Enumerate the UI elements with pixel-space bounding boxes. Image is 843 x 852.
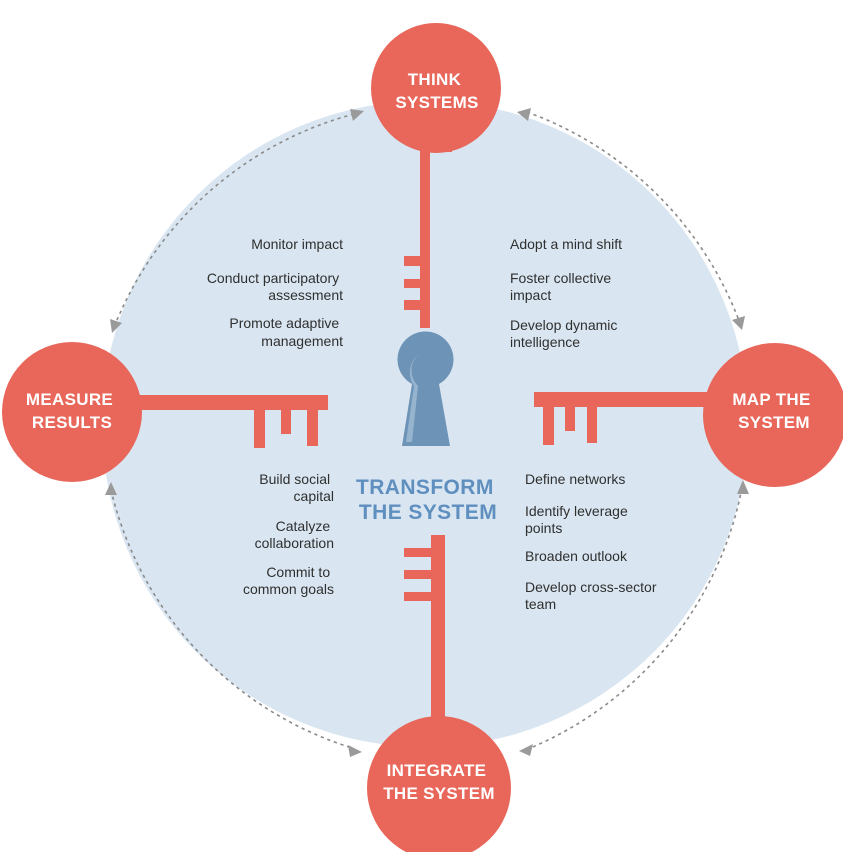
key-shaft [132, 395, 328, 410]
center-title: TRANSFORM THE SYSTEM [356, 476, 500, 524]
list-measure-results: Monitor impact Conduct participatory ass… [207, 236, 343, 349]
list-item-line: Develop dynamic [510, 317, 617, 333]
center-title-line: THE SYSTEM [359, 501, 497, 524]
list-item-line: common goals [243, 581, 334, 597]
arrowhead-icon [519, 744, 533, 756]
key-shaft [534, 392, 714, 407]
arrowhead-icon [732, 316, 745, 330]
key-head [367, 716, 511, 852]
svg-text:INTEGRATE THE SYSTEM: INTEGRATE THE SYSTEM [383, 761, 495, 803]
key-head [703, 343, 843, 487]
list-item: Catalyze collaboration [255, 518, 334, 551]
list-item-line: Commit to [266, 564, 330, 580]
key-title-line: MAP THE [732, 390, 810, 409]
list-item-line: collaboration [255, 535, 334, 551]
svg-text:THINK SYSTEMS: THINK SYSTEMS [395, 70, 478, 112]
key-think-systems: THINK SYSTEMS [371, 23, 501, 328]
key-head [2, 342, 142, 482]
key-map-the-system: MAP THE SYSTEM [534, 343, 843, 487]
list-item-line: Foster collective [510, 270, 611, 286]
cycle-arrows [105, 108, 749, 757]
list-item-line: impact [510, 287, 551, 303]
svg-text:MEASURE RESULTS: MEASURE RESULTS [26, 390, 118, 432]
key-bit [404, 256, 430, 266]
list-item: Develop dynamic intelligence [510, 317, 621, 350]
list-item: Broaden outlook [525, 548, 628, 564]
key-bit [404, 592, 431, 601]
key-title-line: THINK [408, 70, 462, 89]
list-item-line: Identify leverage [525, 503, 628, 519]
list-item: Monitor impact [251, 236, 343, 252]
list-item: Promote adaptive management [229, 315, 343, 349]
list-item: Identify leverage points [525, 503, 632, 536]
key-title-line: RESULTS [32, 413, 112, 432]
list-item-line: management [261, 333, 343, 349]
arc-right-to-bottom [527, 487, 743, 750]
list-item: Adopt a mind shift [510, 236, 622, 252]
key-bit [404, 570, 431, 579]
list-item-line: Conduct participatory [207, 270, 339, 286]
svg-text:MAP THE SYSTEM: MAP THE SYSTEM [732, 390, 815, 432]
key-bit [587, 407, 597, 443]
key-head [371, 23, 501, 153]
list-item-line: Broaden outlook [525, 548, 628, 564]
key-bit [404, 300, 430, 310]
keyhole-icon [397, 331, 454, 446]
key-bit [404, 279, 430, 288]
key-bit [565, 407, 575, 431]
key-bit [543, 407, 554, 445]
list-item-line: capital [294, 488, 334, 504]
list-think-systems: Adopt a mind shift Foster collective imp… [510, 236, 622, 350]
list-item-line: Define networks [525, 471, 625, 487]
list-item: Build social capital [259, 471, 334, 504]
arrowhead-icon [350, 109, 364, 121]
list-item-line: Develop cross-sector [525, 579, 657, 595]
list-integrate-the-system: Build social capital Catalyze collaborat… [243, 471, 334, 597]
list-item-line: Adopt a mind shift [510, 236, 622, 252]
key-shaft [431, 535, 445, 731]
arrowhead-icon [105, 482, 117, 495]
key-title-line: SYSTEMS [395, 93, 478, 112]
list-item-line: Catalyze [276, 518, 331, 534]
arc-top-to-left [112, 113, 355, 331]
list-item: Define networks [525, 471, 625, 487]
list-item-line: Promote adaptive [229, 315, 339, 331]
arrowhead-icon [737, 480, 749, 494]
key-bit [281, 410, 291, 434]
key-title-line: THE SYSTEM [383, 784, 495, 803]
list-item-line: intelligence [510, 334, 580, 350]
center-title-line: TRANSFORM [356, 476, 494, 499]
list-item-line: assessment [268, 287, 343, 303]
list-item-line: points [525, 520, 562, 536]
key-title-line: MEASURE [26, 390, 113, 409]
arrowhead-icon [110, 319, 122, 333]
list-item: Foster collective impact [510, 270, 615, 303]
key-bit [254, 410, 265, 448]
list-map-the-system: Define networks Identify leverage points… [525, 471, 660, 612]
list-item: Commit to common goals [243, 564, 334, 597]
arc-left-to-bottom [110, 489, 353, 749]
list-item-line: Build social [259, 471, 330, 487]
list-item-line: team [525, 596, 556, 612]
list-item: Conduct participatory assessment [207, 270, 343, 303]
key-integrate-the-system: INTEGRATE THE SYSTEM [367, 535, 511, 852]
key-measure-results: MEASURE RESULTS [2, 342, 328, 482]
key-title-line: INTEGRATE [387, 761, 487, 780]
key-bit [307, 410, 318, 446]
arrowhead-icon [348, 745, 362, 757]
key-bit [404, 548, 431, 557]
key-title-line: SYSTEM [738, 413, 810, 432]
list-item-line: Monitor impact [251, 236, 343, 252]
arc-top-to-right [526, 111, 742, 327]
arrowhead-icon [517, 108, 531, 121]
list-item: Develop cross-sector team [525, 579, 660, 612]
